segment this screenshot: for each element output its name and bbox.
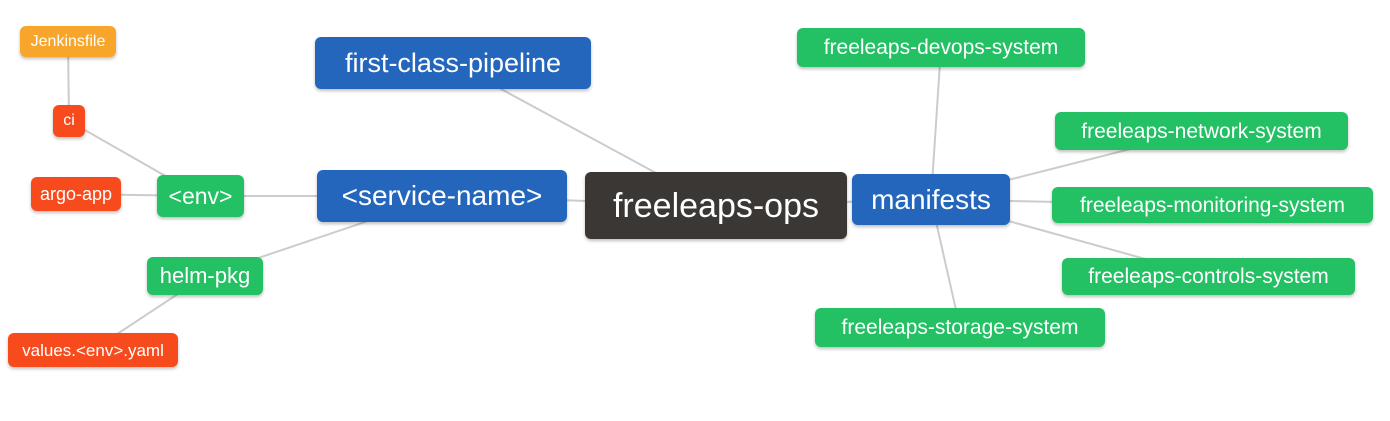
node-manifests[interactable]: manifests [852, 174, 1010, 225]
node-argo-app[interactable]: argo-app [31, 177, 121, 211]
node-network-system[interactable]: freeleaps-network-system [1055, 112, 1348, 150]
node-env[interactable]: <env> [157, 175, 244, 217]
node-first-class-pipeline[interactable]: first-class-pipeline [315, 37, 591, 89]
node-jenkinsfile[interactable]: Jenkinsfile [20, 26, 116, 57]
node-helm-pkg[interactable]: helm-pkg [147, 257, 263, 295]
node-service-name[interactable]: <service-name> [317, 170, 567, 222]
node-storage-system[interactable]: freeleaps-storage-system [815, 308, 1105, 347]
node-devops-system[interactable]: freeleaps-devops-system [797, 28, 1085, 67]
node-monitoring-system[interactable]: freeleaps-monitoring-system [1052, 187, 1373, 223]
node-ci[interactable]: ci [53, 105, 85, 137]
node-values-env-yaml[interactable]: values.<env>.yaml [8, 333, 178, 367]
node-controls-system[interactable]: freeleaps-controls-system [1062, 258, 1355, 295]
node-freeleaps-ops[interactable]: freeleaps-ops [585, 172, 847, 239]
